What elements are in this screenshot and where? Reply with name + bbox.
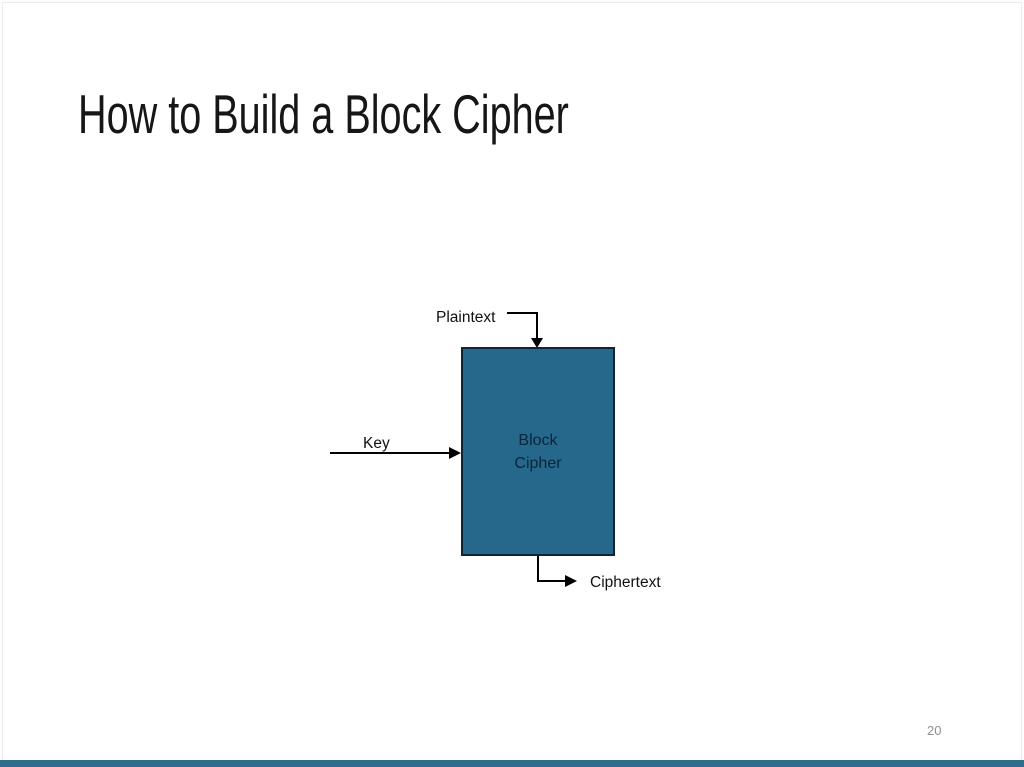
slide-title: How to Build a Block Cipher [78, 83, 569, 145]
block-cipher-box-label-line1: Block [518, 431, 558, 449]
arrowhead-down-icon [531, 338, 543, 348]
key-wire-horizontal [330, 452, 451, 454]
key-label: Key [363, 435, 390, 452]
ciphertext-wire-vertical [537, 556, 539, 582]
plaintext-wire-horizontal [507, 312, 538, 314]
footer-bar [0, 760, 1024, 767]
arrowhead-right-icon [565, 575, 577, 587]
plaintext-label: Plaintext [436, 309, 496, 326]
page-number: 20 [927, 723, 942, 738]
block-cipher-box: Block Cipher [461, 347, 615, 556]
block-cipher-box-label: Block Cipher [514, 429, 561, 475]
ciphertext-label: Ciphertext [590, 574, 661, 591]
ciphertext-wire-horizontal [537, 580, 565, 582]
plaintext-wire-vertical [536, 312, 538, 339]
block-cipher-box-label-line2: Cipher [514, 454, 562, 472]
arrowhead-right-icon [449, 447, 461, 459]
